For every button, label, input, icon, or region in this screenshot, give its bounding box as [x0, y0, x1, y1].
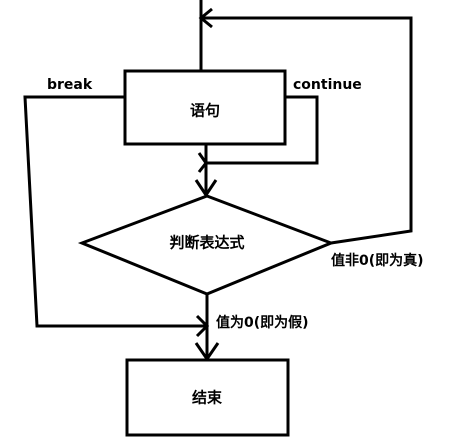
continue-label: continue [293, 77, 362, 93]
end-label: 结束 [191, 388, 223, 407]
true-branch-label: 值非0(即为真) [331, 253, 424, 269]
true-branch-arrowhead [198, 7, 213, 29]
break-label: break [47, 77, 93, 93]
condition-label: 判断表达式 [169, 233, 245, 252]
continue-arrowhead [197, 152, 208, 173]
true-branch-line [201, 16, 413, 245]
end-box [125, 358, 290, 437]
break-line [23, 95, 207, 328]
statement-label: 语句 [189, 101, 221, 120]
false-branch-label: 值为0(即为假) [216, 315, 309, 331]
break-arrowhead [195, 314, 210, 338]
continue-line [206, 95, 319, 165]
